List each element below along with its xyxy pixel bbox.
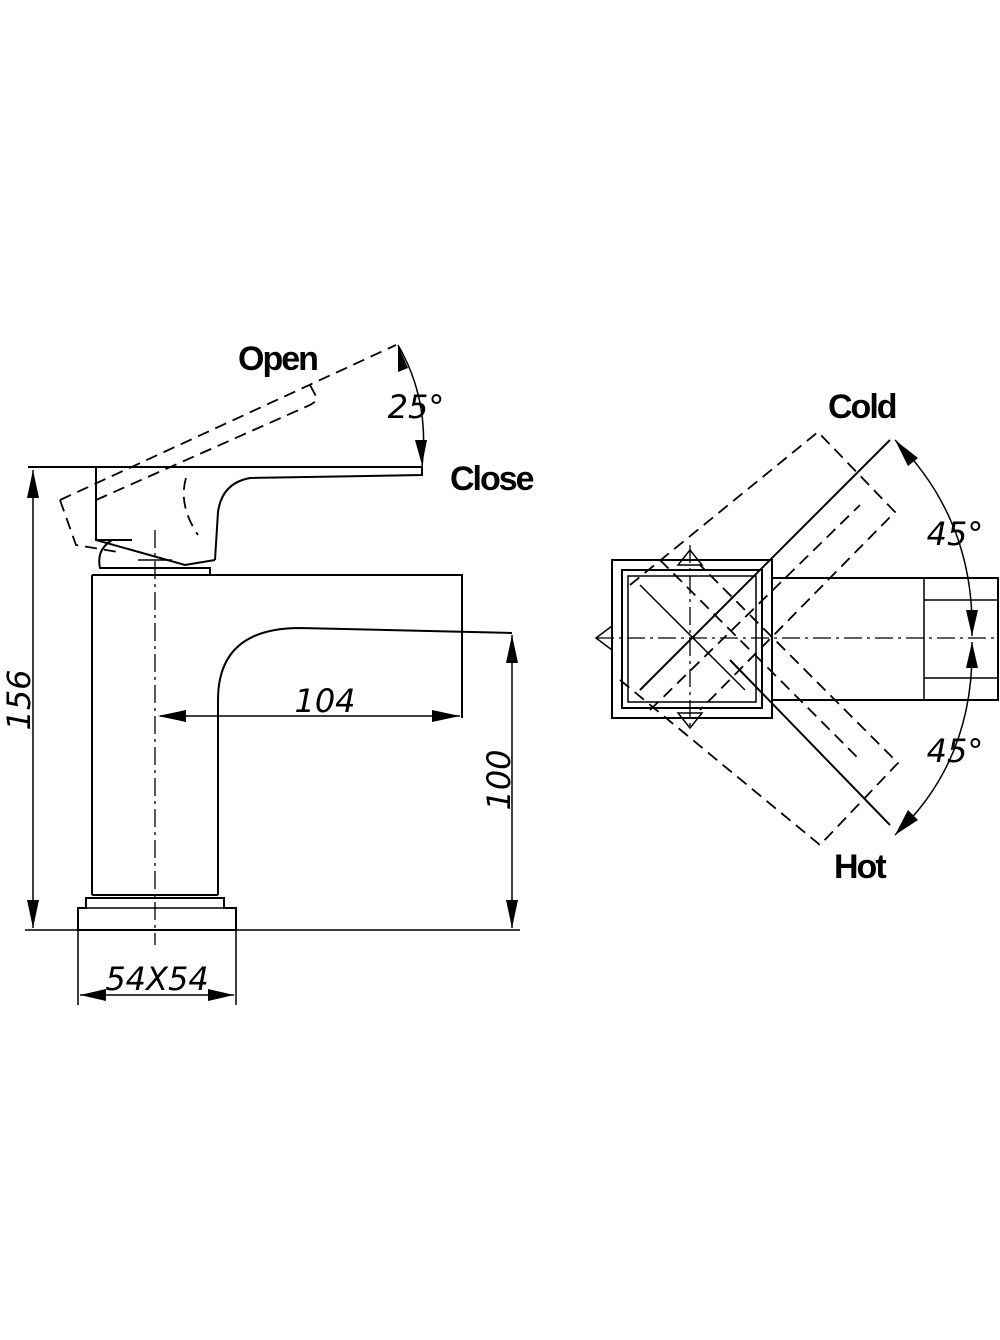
open-label: Open [238, 340, 317, 378]
hot-label: Hot [834, 848, 886, 886]
dim-handle-angle: 25° [388, 344, 445, 468]
dim-cold-angle: 45° [894, 439, 984, 637]
cold-label: Cold [828, 388, 896, 426]
handle-top-solid [639, 439, 891, 826]
handle-angle-label: 25° [388, 388, 445, 426]
faucet-body [77, 574, 513, 931]
dim-base: 54X54 [77, 930, 237, 1005]
handle-open-dashed [59, 344, 397, 553]
spout-reach-label: 104 [294, 682, 355, 720]
total-height-label: 156 [0, 669, 38, 730]
dim-156: 156 [0, 470, 78, 931]
top-view: 45° 45° Cold Hot [594, 388, 999, 886]
handle-top-cold-dashed [629, 430, 897, 761]
dim-104: 104 [158, 682, 460, 722]
close-label: Close [450, 460, 534, 498]
handle-closed [28, 466, 423, 575]
base-square [611, 559, 773, 719]
dim-hot-angle: 45° [894, 641, 984, 836]
handle-top-hot-dashed [619, 504, 900, 847]
cold-angle-label: 45° [927, 515, 984, 553]
dim-100: 100 [236, 635, 520, 931]
side-view: 156 104 100 54X54 [0, 340, 536, 1005]
hot-angle-label: 45° [927, 732, 984, 770]
base-size-label: 54X54 [105, 960, 208, 998]
spout-top [772, 577, 999, 701]
spout-height-label: 100 [480, 749, 518, 810]
